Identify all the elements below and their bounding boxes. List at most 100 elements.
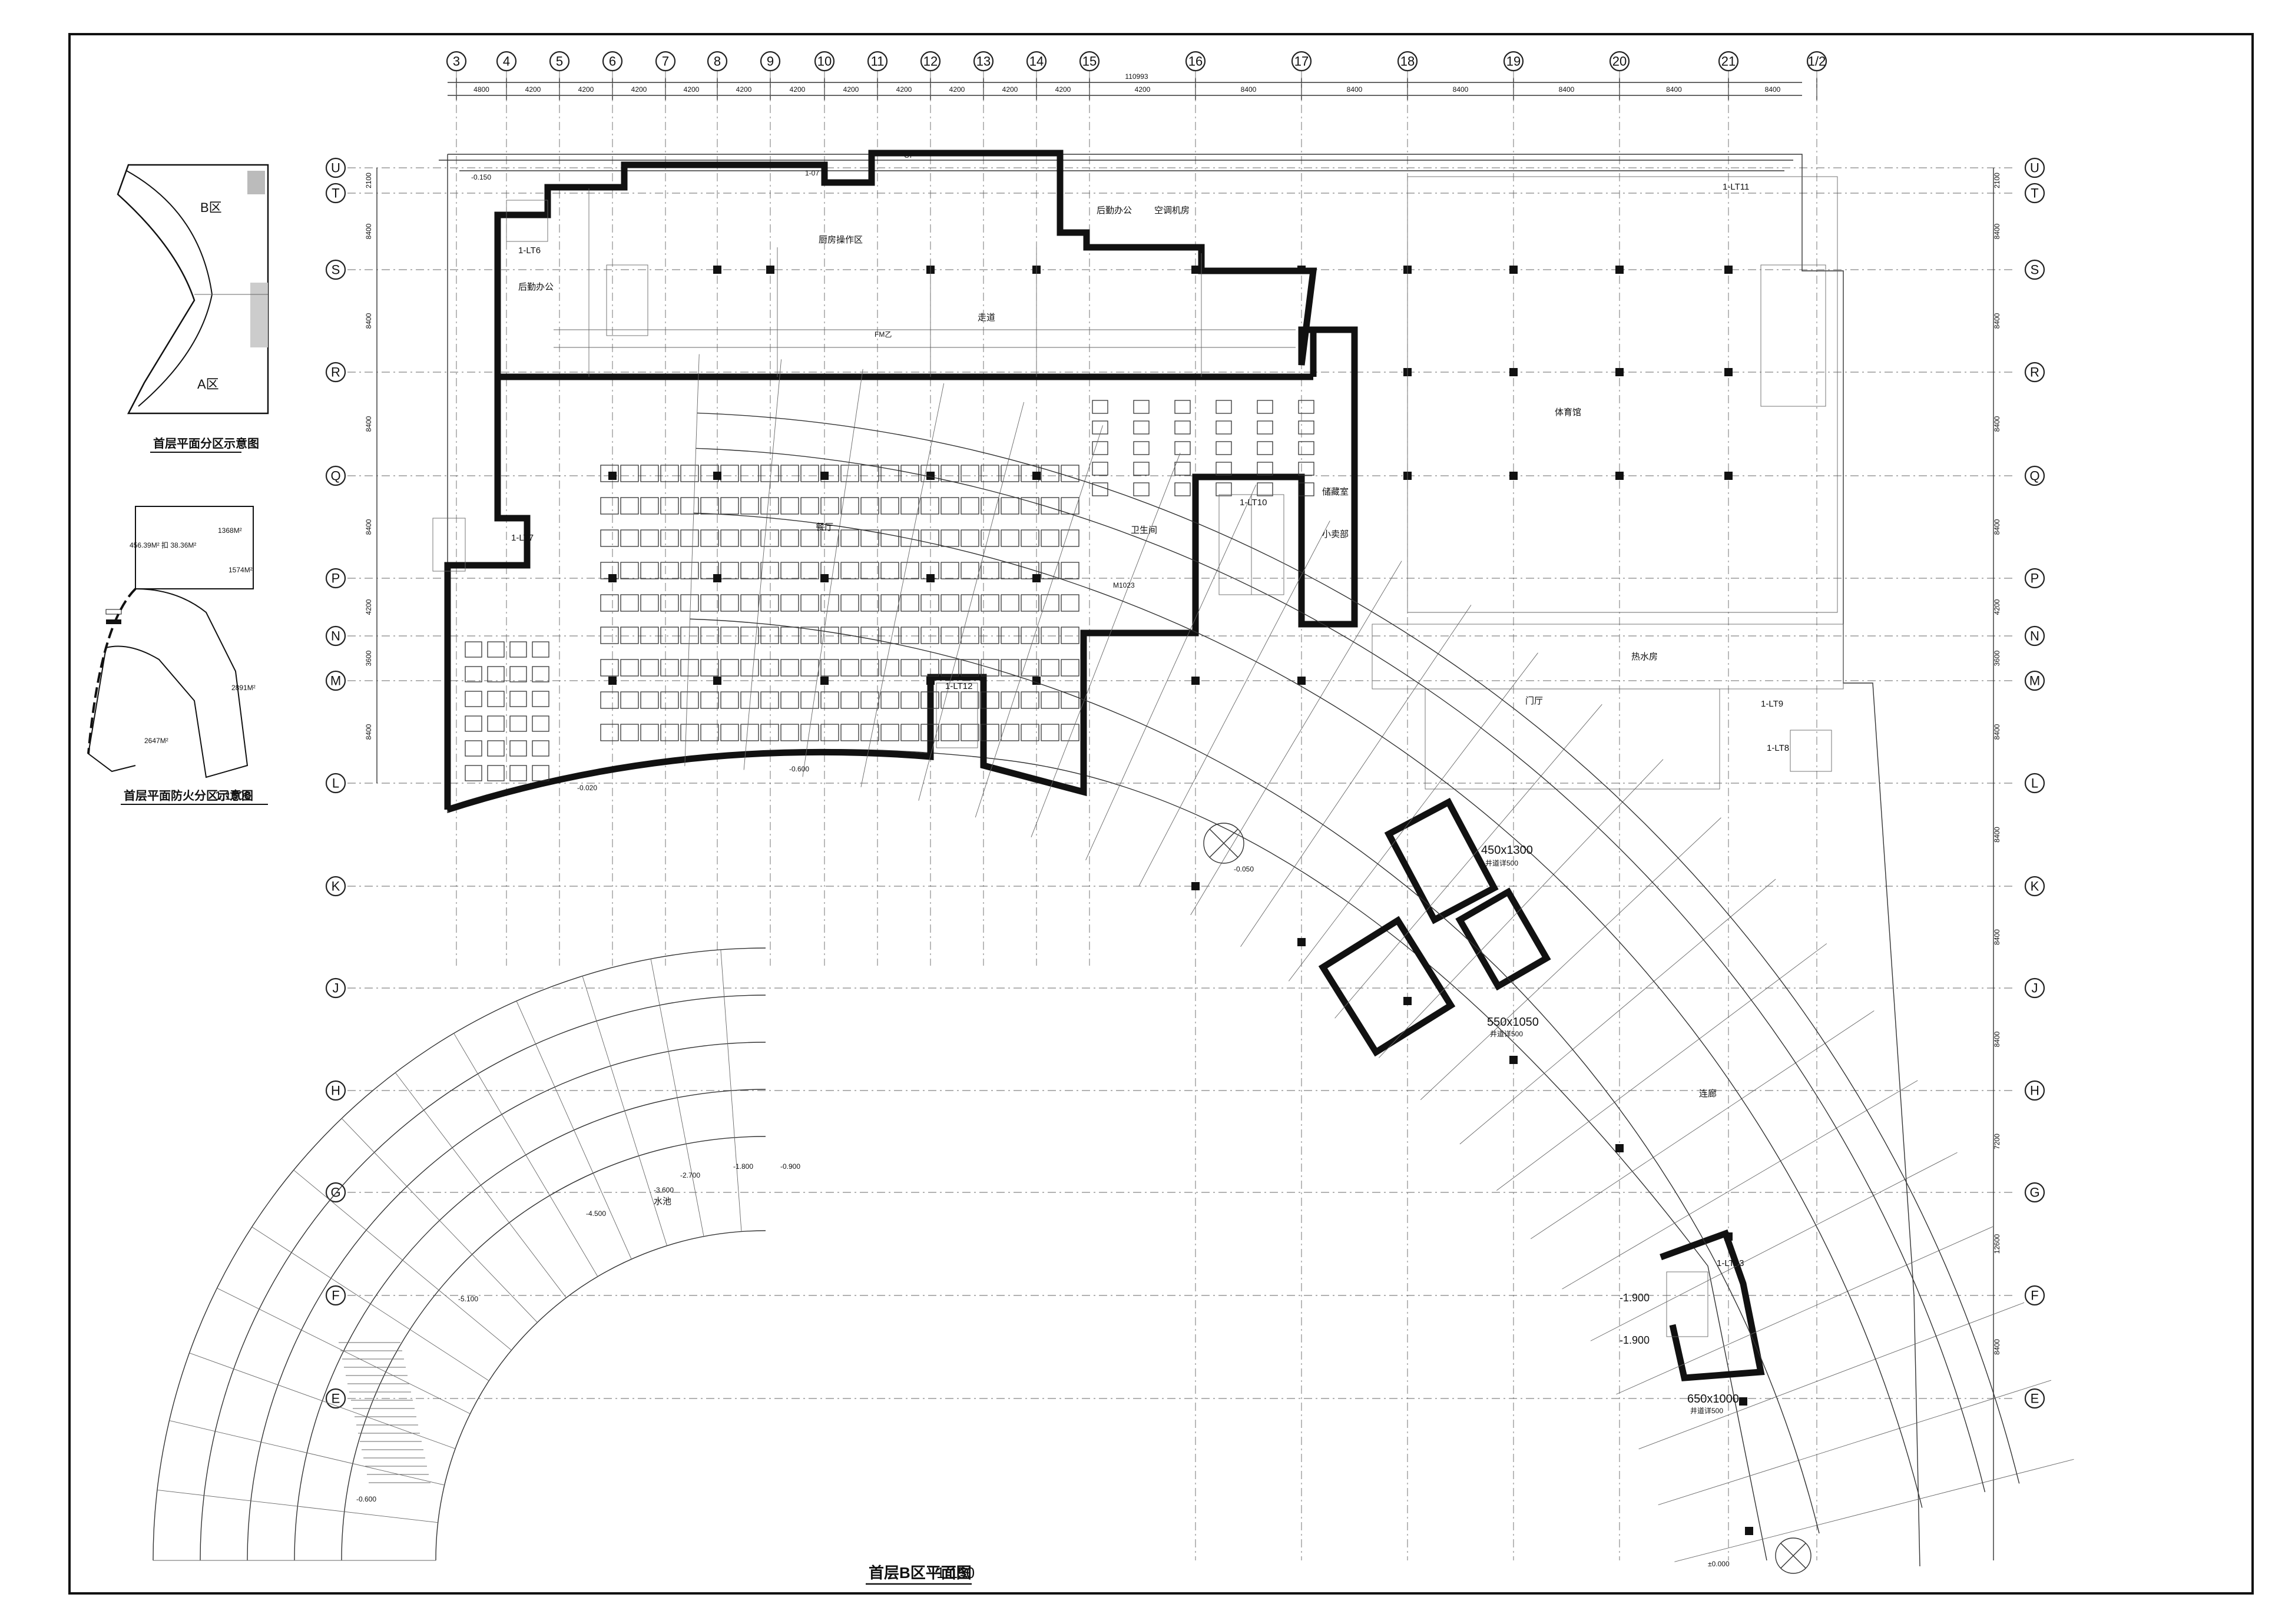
radial-line — [975, 425, 1103, 818]
dining-table — [600, 691, 619, 709]
dining-table — [1133, 441, 1150, 455]
dining-table — [940, 724, 959, 741]
row-axis-label: H — [331, 1083, 340, 1098]
dining-table — [880, 594, 899, 612]
dining-table — [1001, 627, 1019, 644]
dining-table — [680, 659, 699, 677]
dining-table — [860, 594, 879, 612]
dining-table — [1001, 691, 1019, 709]
dining-table — [740, 497, 759, 515]
dining-table — [800, 465, 819, 482]
row-axis-label: N — [331, 629, 340, 644]
column-dimension: 4200 — [790, 85, 806, 94]
dining-table — [1061, 627, 1079, 644]
row-axis-bubble: T — [2024, 183, 2045, 204]
row-axis-label: R — [2030, 365, 2039, 380]
dining-table — [620, 724, 639, 741]
radial-line — [1531, 1010, 1875, 1239]
radial-arc — [696, 448, 1986, 1493]
stair-lt13: 1-LT13 — [1717, 1258, 1744, 1268]
column-dimension: 8400 — [1559, 85, 1575, 94]
dining-table — [981, 497, 999, 515]
row-axis-bubble: T — [325, 183, 346, 204]
row-axis-label: P — [2031, 571, 2039, 586]
structural-column — [926, 677, 935, 685]
dining-table — [981, 659, 999, 677]
top-dimension-lines: 110993 — [448, 72, 1802, 96]
dining-table — [961, 627, 979, 644]
row-dimension-left: 8400 — [365, 223, 373, 239]
dining-table — [600, 594, 619, 612]
dining-table — [720, 562, 739, 579]
structural-columns — [608, 266, 1753, 1535]
dining-table — [465, 641, 482, 658]
dining-table — [900, 594, 919, 612]
row-axis-bubble: N — [2024, 625, 2045, 647]
column-dimension: 4200 — [843, 85, 859, 94]
row-axis-bubble: E — [2024, 1388, 2045, 1409]
dining-table — [700, 529, 719, 547]
row-dimension: 8400 — [1993, 1031, 2001, 1047]
dining-table — [640, 594, 659, 612]
structural-column — [713, 574, 721, 582]
dining-table — [940, 627, 959, 644]
row-axis-label: Q — [2029, 469, 2039, 483]
dining-table — [640, 659, 659, 677]
row-axis-label: F — [332, 1288, 339, 1303]
dining-table — [1001, 594, 1019, 612]
dining-table — [700, 691, 719, 709]
kitchen-partitions — [554, 188, 1296, 377]
structural-column — [1509, 472, 1518, 480]
dining-table — [961, 497, 979, 515]
row-dimension: 8400 — [1993, 1339, 2001, 1355]
row-axis-label: S — [332, 263, 340, 277]
radial-arc — [693, 512, 1923, 1508]
dining-table — [961, 465, 979, 482]
dining-table — [940, 497, 959, 515]
dining-table — [740, 529, 759, 547]
dining-table — [900, 659, 919, 677]
dining-table — [961, 724, 979, 741]
column-axis-label: 3 — [453, 54, 460, 69]
dining-table — [840, 627, 859, 644]
row-axis-label: E — [2031, 1391, 2039, 1406]
dining-table — [760, 594, 779, 612]
row-dimension: 8400 — [1993, 827, 2001, 843]
column-axis-bubble: 5 — [549, 51, 570, 72]
dining-table — [487, 641, 505, 658]
dining-table — [720, 627, 739, 644]
column-dimension: 4200 — [578, 85, 594, 94]
structural-column — [1297, 266, 1306, 274]
column-axis-label: 11 — [871, 54, 885, 69]
dining-table — [1041, 529, 1059, 547]
column-axis-bubble: 18 — [1397, 51, 1418, 72]
dining-table — [532, 641, 549, 658]
dining-table — [1001, 562, 1019, 579]
dining-table — [532, 666, 549, 682]
column-dimension: 8400 — [1241, 85, 1257, 94]
column-dimension: 4200 — [631, 85, 647, 94]
structural-column — [1615, 368, 1624, 376]
dining-table — [487, 666, 505, 682]
radial-line — [1562, 1080, 1918, 1290]
dining-table — [740, 562, 759, 579]
stair-lt9: 1-LT9 — [1761, 699, 1783, 709]
radial-line — [1590, 1152, 1958, 1341]
elev-c: -1.900 — [1620, 1292, 1650, 1304]
dining-table — [880, 529, 899, 547]
column-axis-bubble: 13 — [973, 51, 994, 72]
room-lobby: 门厅 — [1525, 696, 1543, 706]
row-axis-bubble: R — [2024, 362, 2045, 383]
row-axis-bubble: N — [325, 625, 346, 647]
dining-table — [981, 465, 999, 482]
amphitheater-radial — [453, 1033, 598, 1277]
row-dimension: 4200 — [1993, 599, 2001, 615]
row-axis-bubble: F — [325, 1285, 346, 1306]
dining-table — [1257, 420, 1273, 435]
dining-table — [900, 627, 919, 644]
column-axis-label: 7 — [662, 54, 669, 69]
elev-i: -5.100 — [458, 1295, 478, 1303]
dining-table — [1257, 482, 1273, 496]
dining-table — [700, 594, 719, 612]
